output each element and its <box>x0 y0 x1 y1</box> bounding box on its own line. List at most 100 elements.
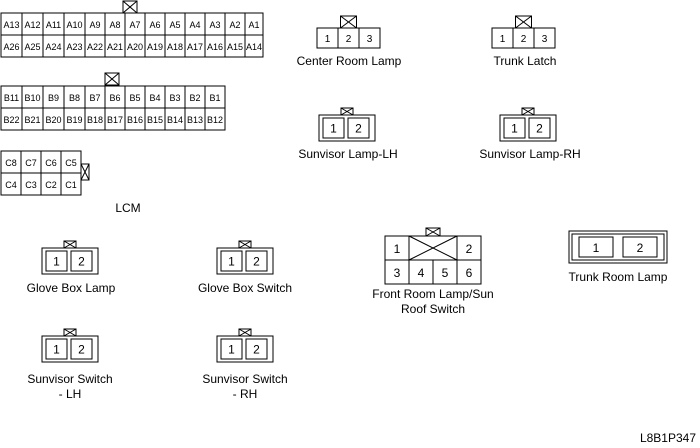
pin-cell <box>322 117 345 139</box>
pin-label: A25 <box>24 42 40 52</box>
center-room-lamp-label: Center Room Lamp <box>297 54 402 68</box>
trunk-room-lamp-label: Trunk Room Lamp <box>569 270 668 284</box>
pin-label: 2 <box>521 34 527 45</box>
sunvisor-switch-rh-label-line2: - RH <box>233 387 258 401</box>
latch-icon-cross <box>104 72 120 86</box>
latch-icon-cross <box>80 163 90 181</box>
lcm-label: LCM <box>115 201 140 215</box>
pin-label: B21 <box>24 115 40 125</box>
pin-label: 1 <box>511 122 518 136</box>
connector-body <box>41 247 99 275</box>
pin-label: 1 <box>593 241 600 255</box>
pin-label: C2 <box>45 180 57 190</box>
pin-label: B18 <box>87 115 103 125</box>
pin-label: A18 <box>167 42 183 52</box>
sunvisor-switch-lh-label-line2: - LH <box>59 387 82 401</box>
latch-icon <box>63 240 77 249</box>
latch-icon-cross <box>63 240 77 249</box>
latch-icon <box>122 0 138 14</box>
pin-label: A15 <box>227 42 243 52</box>
pin-label: A9 <box>89 20 100 30</box>
pin-label: C3 <box>25 180 37 190</box>
pin-label: A12 <box>24 20 40 30</box>
pin-label: 2 <box>78 343 85 357</box>
latch-icon <box>521 107 535 116</box>
pin-label: B3 <box>169 93 180 103</box>
pin-label: A19 <box>147 42 163 52</box>
pin-label: A3 <box>209 20 220 30</box>
pin-label: A5 <box>169 20 180 30</box>
pin-cell <box>533 27 556 49</box>
blank-cross <box>408 235 458 261</box>
pin-label: C6 <box>45 158 57 168</box>
pin-label: 4 <box>418 266 425 280</box>
latch-icon <box>340 15 357 29</box>
pin-label: 1 <box>53 343 60 357</box>
pin-label: B12 <box>207 115 223 125</box>
pin-cell <box>245 250 268 272</box>
trunk-latch-label: Trunk Latch <box>494 54 557 68</box>
pin-label: A11 <box>46 20 61 30</box>
latch-icon-cross <box>122 0 138 14</box>
latch-icon <box>80 163 90 181</box>
latch-icon <box>340 107 354 116</box>
pin-label: 3 <box>542 34 548 45</box>
pin-label: A16 <box>207 42 223 52</box>
pin-cell <box>45 338 68 360</box>
glove-box-lamp-label: Glove Box Lamp <box>27 281 116 295</box>
pin-label: C8 <box>5 158 17 168</box>
latch-icon-cross <box>521 107 535 116</box>
pin-label: B11 <box>4 93 19 103</box>
pin-label: 2 <box>253 255 260 269</box>
pin-label: C5 <box>65 158 77 168</box>
latch-icon-cross <box>515 15 532 29</box>
pin-label: 1 <box>330 122 337 136</box>
pin-label: 2 <box>355 122 362 136</box>
pin-cell <box>347 117 370 139</box>
connector-body <box>41 335 99 363</box>
pin-label: B9 <box>48 93 59 103</box>
pin-cell <box>45 250 68 272</box>
pin-label: B20 <box>45 115 61 125</box>
front-room-lamp-label-line1: Front Room Lamp/Sun <box>372 287 493 301</box>
pin-label: 2 <box>466 242 473 256</box>
pin-cell <box>528 117 551 139</box>
pin-label: B19 <box>66 115 82 125</box>
pin-label: A6 <box>149 20 160 30</box>
pin-label: B15 <box>147 115 163 125</box>
pin-label: B14 <box>167 115 183 125</box>
pin-label: B16 <box>127 115 143 125</box>
pin-label: A21 <box>107 42 123 52</box>
pin-label: B17 <box>107 115 123 125</box>
latch-icon <box>63 328 77 337</box>
latch-icon-cross <box>238 240 252 249</box>
pin-label: B8 <box>69 93 80 103</box>
pin-label: 1 <box>325 34 331 45</box>
pin-label: A1 <box>248 20 259 30</box>
pin-label: B6 <box>109 93 120 103</box>
pin-label: A13 <box>3 20 19 30</box>
pin-label: 6 <box>466 266 473 280</box>
latch-icon-cross <box>425 227 441 237</box>
latch-icon <box>515 15 532 29</box>
pin-label: B2 <box>189 93 200 103</box>
pin-label: 1 <box>228 255 235 269</box>
front-room-lamp-label-line2: Roof Switch <box>401 302 465 316</box>
pin-label: C4 <box>5 180 17 190</box>
pin-cell <box>220 338 243 360</box>
pin-label: A17 <box>187 42 203 52</box>
glove-box-switch-label: Glove Box Switch <box>198 281 292 295</box>
pin-label: 2 <box>637 241 644 255</box>
lcm-connector-b: B11B22B10B21B9B20B8B19B7B18B6B17B5B16B4B… <box>0 72 226 131</box>
sunvisor-switch-lh-label-line1: Sunvisor Switch <box>27 372 112 386</box>
connector-body-inner <box>571 233 665 261</box>
sunvisor-lamp-rh-label: Sunvisor Lamp-RH <box>479 147 580 161</box>
connector-body <box>216 247 274 275</box>
